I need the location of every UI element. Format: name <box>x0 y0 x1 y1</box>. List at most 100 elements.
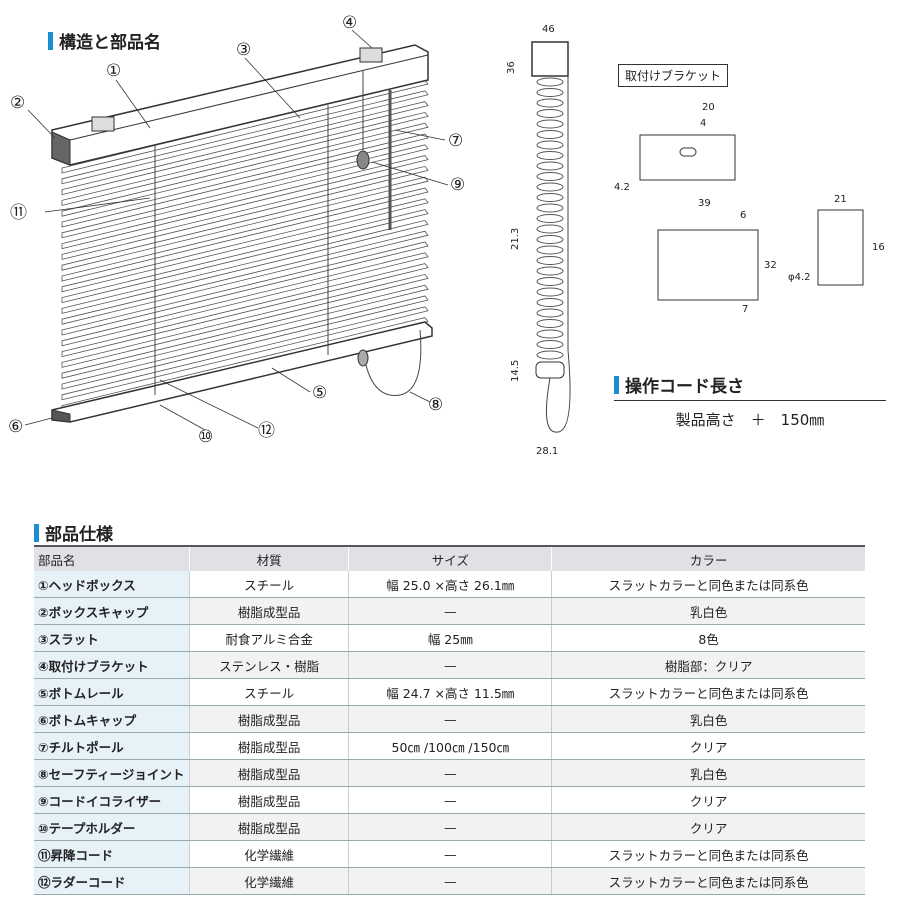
side-slat <box>536 329 564 339</box>
table-row: ⑫ラダーコード化学繊維—スラットカラーと同色または同系色 <box>34 867 865 895</box>
side-slat <box>536 130 564 139</box>
table-cell: スラットカラーと同色または同系色 <box>551 571 865 598</box>
table-cell: ステンレス・樹脂 <box>189 651 350 679</box>
table-header: 部品名 <box>34 546 190 571</box>
table-cell: — <box>348 759 553 787</box>
table-cell: — <box>348 786 553 814</box>
table-cell: 化学繊維 <box>189 840 350 868</box>
dim-14-5: 14.5 <box>510 360 521 382</box>
side-slat <box>536 140 564 150</box>
callout-2: ② <box>10 93 25 113</box>
box-cap <box>51 131 71 166</box>
dim-32: 32 <box>764 260 777 271</box>
bracket-front <box>657 229 759 301</box>
table-cell: スラットカラーと同色または同系色 <box>551 678 865 706</box>
dim-7: 7 <box>742 304 748 315</box>
slat <box>61 198 429 293</box>
bottom-rail <box>51 321 433 423</box>
slat <box>61 284 429 379</box>
table-cell: 化学繊維 <box>189 867 350 895</box>
table-header: サイズ <box>348 546 553 571</box>
callout-5: ⑤ <box>312 383 327 403</box>
table-cell: — <box>348 867 553 895</box>
side-slat <box>536 235 564 244</box>
table-cell: 耐食アルミ合金 <box>189 624 350 652</box>
table-cell: 乳白色 <box>551 597 865 625</box>
spec-title: 部品仕様 <box>34 520 113 545</box>
callout-4: ④ <box>342 13 357 33</box>
title-accent-bar <box>48 31 53 50</box>
slat <box>61 219 429 314</box>
table-cell: スチール <box>189 571 350 598</box>
bracket-slot <box>679 147 697 157</box>
dim-39: 39 <box>698 198 711 209</box>
slat <box>61 155 429 250</box>
slat <box>61 273 429 368</box>
callout-1: ① <box>106 61 121 81</box>
bracket-label: 取付けブラケット <box>618 64 729 87</box>
side-bottom-rail <box>535 361 565 379</box>
slat <box>61 111 429 206</box>
dim-6: 6 <box>740 210 746 221</box>
side-slat <box>536 77 564 87</box>
side-slat <box>536 266 564 276</box>
title-accent-bar <box>614 375 619 394</box>
table-cell: スチール <box>189 678 350 706</box>
table-cell: クリア <box>551 786 865 814</box>
table-cell: 樹脂部：クリア <box>551 651 865 679</box>
side-slat <box>536 350 564 360</box>
callout-9: ⑨ <box>450 175 465 195</box>
slat <box>61 252 429 347</box>
table-cell: ③スラット <box>34 624 190 652</box>
slat <box>61 101 429 196</box>
side-slat <box>536 298 564 307</box>
table-cell: ⑩テープホルダー <box>34 813 190 841</box>
structure-title-text: 構造と部品名 <box>59 33 161 53</box>
dim-46: 46 <box>542 24 555 35</box>
side-slat <box>536 172 564 181</box>
slat <box>61 230 429 325</box>
cord-title: 操作コード長さ <box>614 372 744 397</box>
spec-table: 部品名 材質 サイズ カラー ①ヘッドボックススチール幅 25.0 ×高さ 26… <box>34 545 865 895</box>
side-view-diagram: 46 36 21.3 14.5 28.1 <box>506 24 571 457</box>
side-slat <box>536 193 564 202</box>
callout-7: ⑦ <box>448 131 463 151</box>
bottom-cap <box>51 409 71 423</box>
table-cell: 樹脂成型品 <box>189 786 350 814</box>
table-cell: ⑦チルトポール <box>34 732 190 760</box>
table-cell: 樹脂成型品 <box>189 813 350 841</box>
dim-21: 21 <box>834 194 847 205</box>
table-cell: 乳白色 <box>551 705 865 733</box>
side-slat <box>536 182 564 192</box>
table-cell: クリア <box>551 732 865 760</box>
table-cell: スラットカラーと同色または同系色 <box>551 840 865 868</box>
side-slat <box>536 109 564 118</box>
head-box-edge <box>69 54 429 141</box>
side-slat-group <box>536 77 564 360</box>
slat <box>61 133 429 228</box>
table-cell: ④取付けブラケット <box>34 651 190 679</box>
dim-21-3: 21.3 <box>510 228 521 250</box>
slat <box>61 144 429 239</box>
slat <box>61 209 429 304</box>
side-slat <box>536 119 564 129</box>
bracket-end <box>817 209 864 286</box>
leader-lines <box>24 29 449 431</box>
table-cell: 幅 24.7 ×高さ 11.5㎜ <box>348 678 553 706</box>
table-cell: 幅 25.0 ×高さ 26.1㎜ <box>348 571 553 598</box>
side-slat <box>536 319 564 328</box>
cord-length-value: 製品高さ ＋ 150㎜ <box>614 400 886 437</box>
side-slat <box>536 214 564 223</box>
callout-11: ⑪ <box>10 203 27 223</box>
table-cell: 乳白色 <box>551 759 865 787</box>
table-cell: 樹脂成型品 <box>189 705 350 733</box>
slat <box>61 122 429 217</box>
slat <box>61 306 429 401</box>
side-dims: 46 36 21.3 14.5 28.1 <box>506 24 558 457</box>
slat <box>61 176 429 271</box>
callout-3: ③ <box>236 40 251 60</box>
table-cell: ⑤ボトムレール <box>34 678 190 706</box>
